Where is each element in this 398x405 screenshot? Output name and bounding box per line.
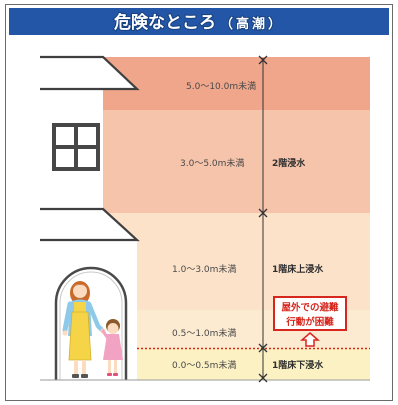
mother-shoe — [81, 374, 88, 378]
header-bar — [9, 8, 389, 35]
depth-label-5-to-10m: 5.0～10.0m未満 — [186, 80, 256, 92]
header-title-main: 危険なところ — [113, 12, 216, 33]
mother-bangs — [72, 284, 88, 290]
mother-face — [73, 284, 87, 298]
window-pane — [78, 149, 96, 167]
impact-label-above-floor: 1階床上浸水 — [272, 263, 324, 275]
depth-labels: 5.0～10.0m未満 3.0～5.0m未満 1.0～3.0m未満 0.5～1.… — [172, 80, 256, 371]
cross-marker-icon — [258, 343, 268, 353]
child-figure — [101, 319, 123, 376]
depth-label-1-to-3m: 1.0～3.0m未満 — [172, 263, 236, 275]
door-arch-inner — [59, 271, 123, 380]
warning-box — [273, 296, 347, 331]
mother-leg — [82, 360, 86, 375]
window-pane — [78, 127, 96, 145]
mother-left-hand — [62, 330, 68, 336]
measurement-scale — [258, 55, 268, 383]
mother-left-arm — [62, 301, 73, 333]
warning-callout: 屋外での避難 行動が困難 — [273, 296, 347, 347]
window-pane — [56, 127, 74, 145]
window — [52, 123, 100, 171]
depth-label-3-to-5m: 3.0～5.0m未満 — [180, 157, 244, 169]
child-face — [107, 323, 119, 334]
child-shoe — [113, 373, 118, 376]
mother-apron-bib — [74, 302, 86, 314]
header: 危険なところ（高潮） — [9, 8, 389, 35]
depth-label-0-to-0.5m: 0.0～0.5m未満 — [172, 359, 236, 371]
child-leg — [108, 360, 111, 374]
mother-figure — [62, 281, 106, 378]
child-leg — [114, 360, 117, 374]
header-title-sub: （高潮） — [220, 16, 284, 32]
cross-marker-icon — [258, 55, 268, 65]
child-shoe — [107, 373, 112, 376]
mother-right-arm — [86, 301, 105, 333]
child-dress — [103, 334, 123, 360]
mother-apron — [68, 311, 92, 361]
eave — [40, 209, 137, 240]
roof — [40, 57, 137, 89]
mother-leg — [74, 360, 78, 375]
warning-text-line-2: 行動が困難 — [285, 316, 334, 328]
header-title: 危険なところ（高潮） — [113, 12, 284, 33]
cross-marker-icon — [258, 373, 268, 383]
up-arrow-icon — [300, 332, 320, 347]
depth-label-0.5-to-1m: 0.5～1.0m未満 — [172, 327, 236, 339]
cross-marker-icon — [258, 208, 268, 218]
impact-label-second-floor: 2階浸水 — [272, 157, 306, 169]
mother-shoe — [72, 374, 79, 378]
warning-text-line-1: 屋外での避難 — [281, 302, 339, 314]
impact-labels: 2階浸水 1階床上浸水 1階床下浸水 — [272, 157, 324, 371]
window-pane — [56, 149, 74, 167]
impact-label-below-floor: 1階床下浸水 — [272, 359, 324, 371]
house — [40, 55, 140, 380]
child-arm — [101, 329, 109, 339]
eave-outline — [40, 207, 140, 242]
roof-outline — [40, 55, 140, 91]
